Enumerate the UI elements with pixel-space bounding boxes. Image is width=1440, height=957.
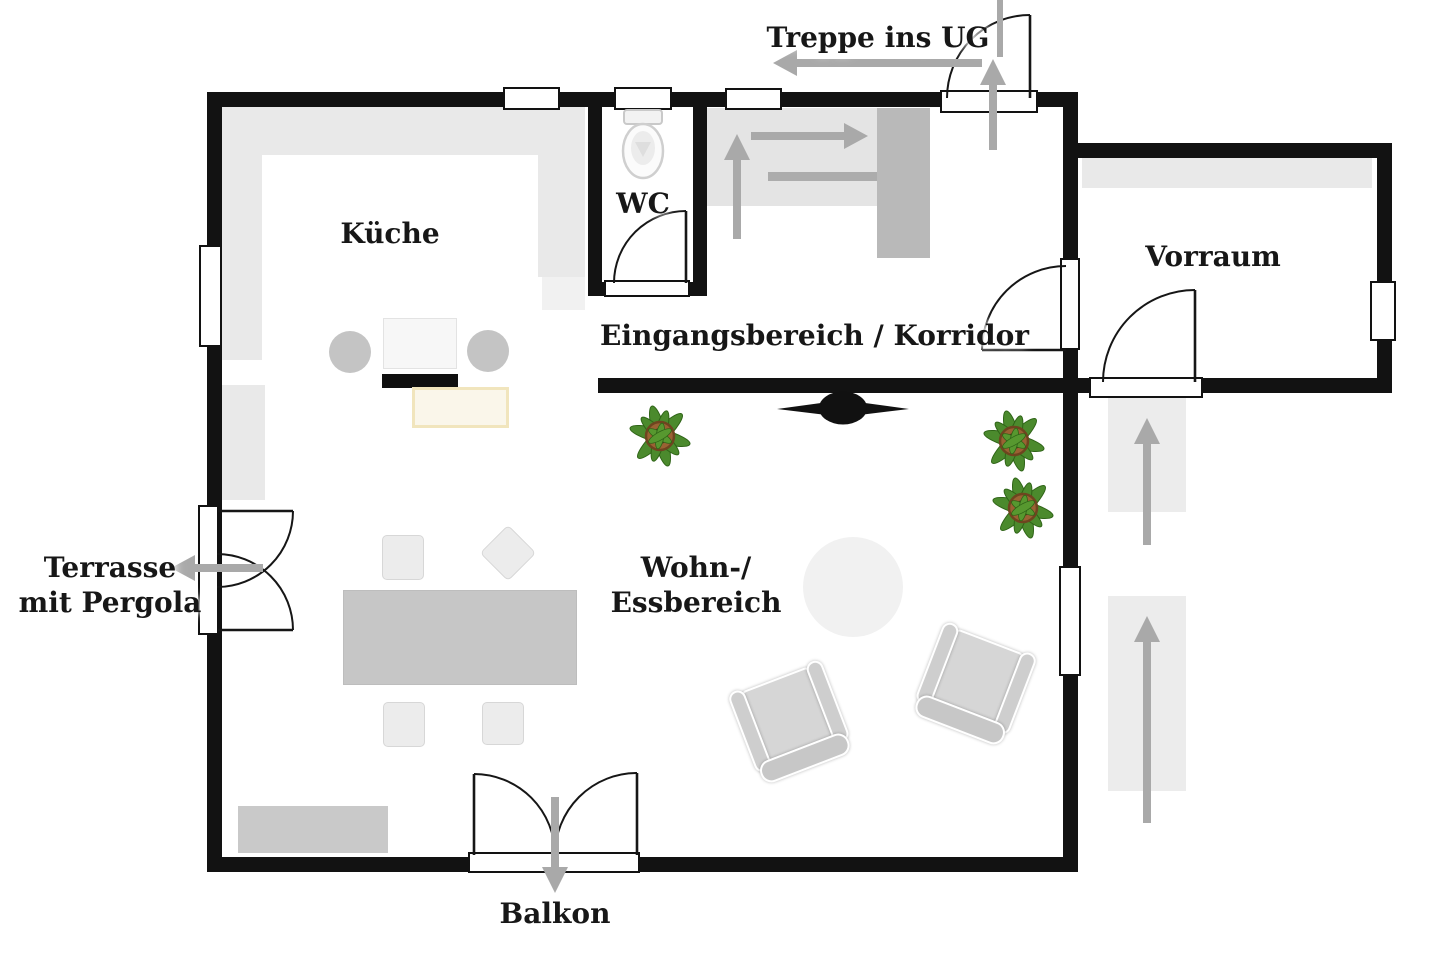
entrance-arrow-upper-shaft (997, 0, 1003, 57)
window-top-3 (725, 88, 782, 110)
potted-plant-icon-2 (980, 407, 1048, 475)
kitchen-stool-left (329, 331, 371, 373)
balkon-arrow-shaft (551, 797, 559, 869)
stairs-up-arrow-shaft (733, 155, 741, 239)
window-right (1059, 566, 1081, 676)
vorraum-wardrobe (1082, 158, 1372, 188)
kitchen-stool-right (467, 330, 509, 372)
label-terrasse-line2: mit Pergola (18, 586, 202, 619)
window-top-1 (503, 87, 560, 110)
label-eingangsbereich: Eingangsbereich / Korridor (600, 319, 1030, 352)
kitchen-mat (412, 387, 509, 428)
ceiling-lamp-icon (777, 391, 909, 425)
label-wohn-essbereich: Wohn-/ Essbereich (566, 550, 826, 620)
path-upper-arrow-shaft (1143, 439, 1151, 545)
potted-plant-icon-3 (989, 474, 1057, 542)
balkon-arrow-icon (542, 867, 568, 896)
label-terrasse-line1: Terrasse (43, 551, 177, 584)
kitchen-counter-left (219, 155, 262, 360)
wall-wc-left (588, 92, 602, 296)
door-threshold-wc (604, 280, 690, 297)
door-arc-balkon-left (473, 773, 556, 856)
door-arc-corridor-vorraum (981, 265, 1067, 351)
label-kueche: Küche (340, 217, 440, 250)
door-threshold-vorraum (1089, 377, 1203, 398)
door-arc-entrance (946, 14, 1031, 99)
door-arc-balkon-right (554, 772, 638, 856)
door-arc-wc (613, 210, 687, 284)
wall-wc-right (693, 92, 707, 296)
treppe-arrow-shaft (792, 59, 982, 67)
path-lower-arrow-shaft (1143, 637, 1151, 823)
label-treppe: Treppe ins UG (766, 21, 990, 54)
window-vorraum (1370, 281, 1396, 341)
dining-chair-4 (482, 702, 524, 745)
label-wohn-line2: Essbereich (610, 586, 782, 619)
round-rug (803, 537, 903, 637)
stairs-right-arrow-shaft (751, 132, 846, 140)
terrasse-arrow-shaft (191, 564, 263, 572)
door-arc-terrasse-top (216, 510, 294, 588)
wall-vorraum-top (1078, 143, 1392, 158)
dining-chair-3 (383, 702, 425, 747)
entrance-arrow-shaft (989, 80, 997, 150)
kitchen-counter-left-lower (219, 385, 265, 500)
door-symbols (216, 14, 1197, 856)
sideboard (238, 806, 388, 853)
label-terrasse: Terrasse mit Pergola (0, 550, 240, 620)
kitchen-counter-top (219, 107, 585, 155)
wall-bottom (207, 857, 1078, 872)
staircase-wall-segment (877, 108, 930, 258)
label-vorraum: Vorraum (1145, 240, 1281, 273)
door-arc-vorraum (1102, 289, 1196, 383)
toilet-icon (621, 109, 665, 180)
staircase-step-bar (768, 172, 877, 181)
door-arc-terrasse-bottom (216, 553, 294, 631)
stairs-right-arrow-icon (844, 123, 871, 149)
kitchen-bench (382, 374, 458, 388)
door-threshold-corridor-vorraum (1060, 258, 1080, 350)
kitchen-counter-right-extension (542, 277, 585, 310)
label-balkon: Balkon (499, 897, 611, 930)
window-left (199, 245, 222, 347)
kitchen-counter-right (538, 155, 585, 277)
wall-corridor (598, 378, 1078, 393)
label-wc: WC (616, 187, 670, 220)
label-wohn-line1: Wohn-/ (640, 551, 752, 584)
potted-plant-icon-1 (626, 402, 694, 470)
kitchen-island-table (383, 318, 457, 369)
dining-table (343, 590, 577, 685)
dining-chair-1 (382, 535, 424, 580)
